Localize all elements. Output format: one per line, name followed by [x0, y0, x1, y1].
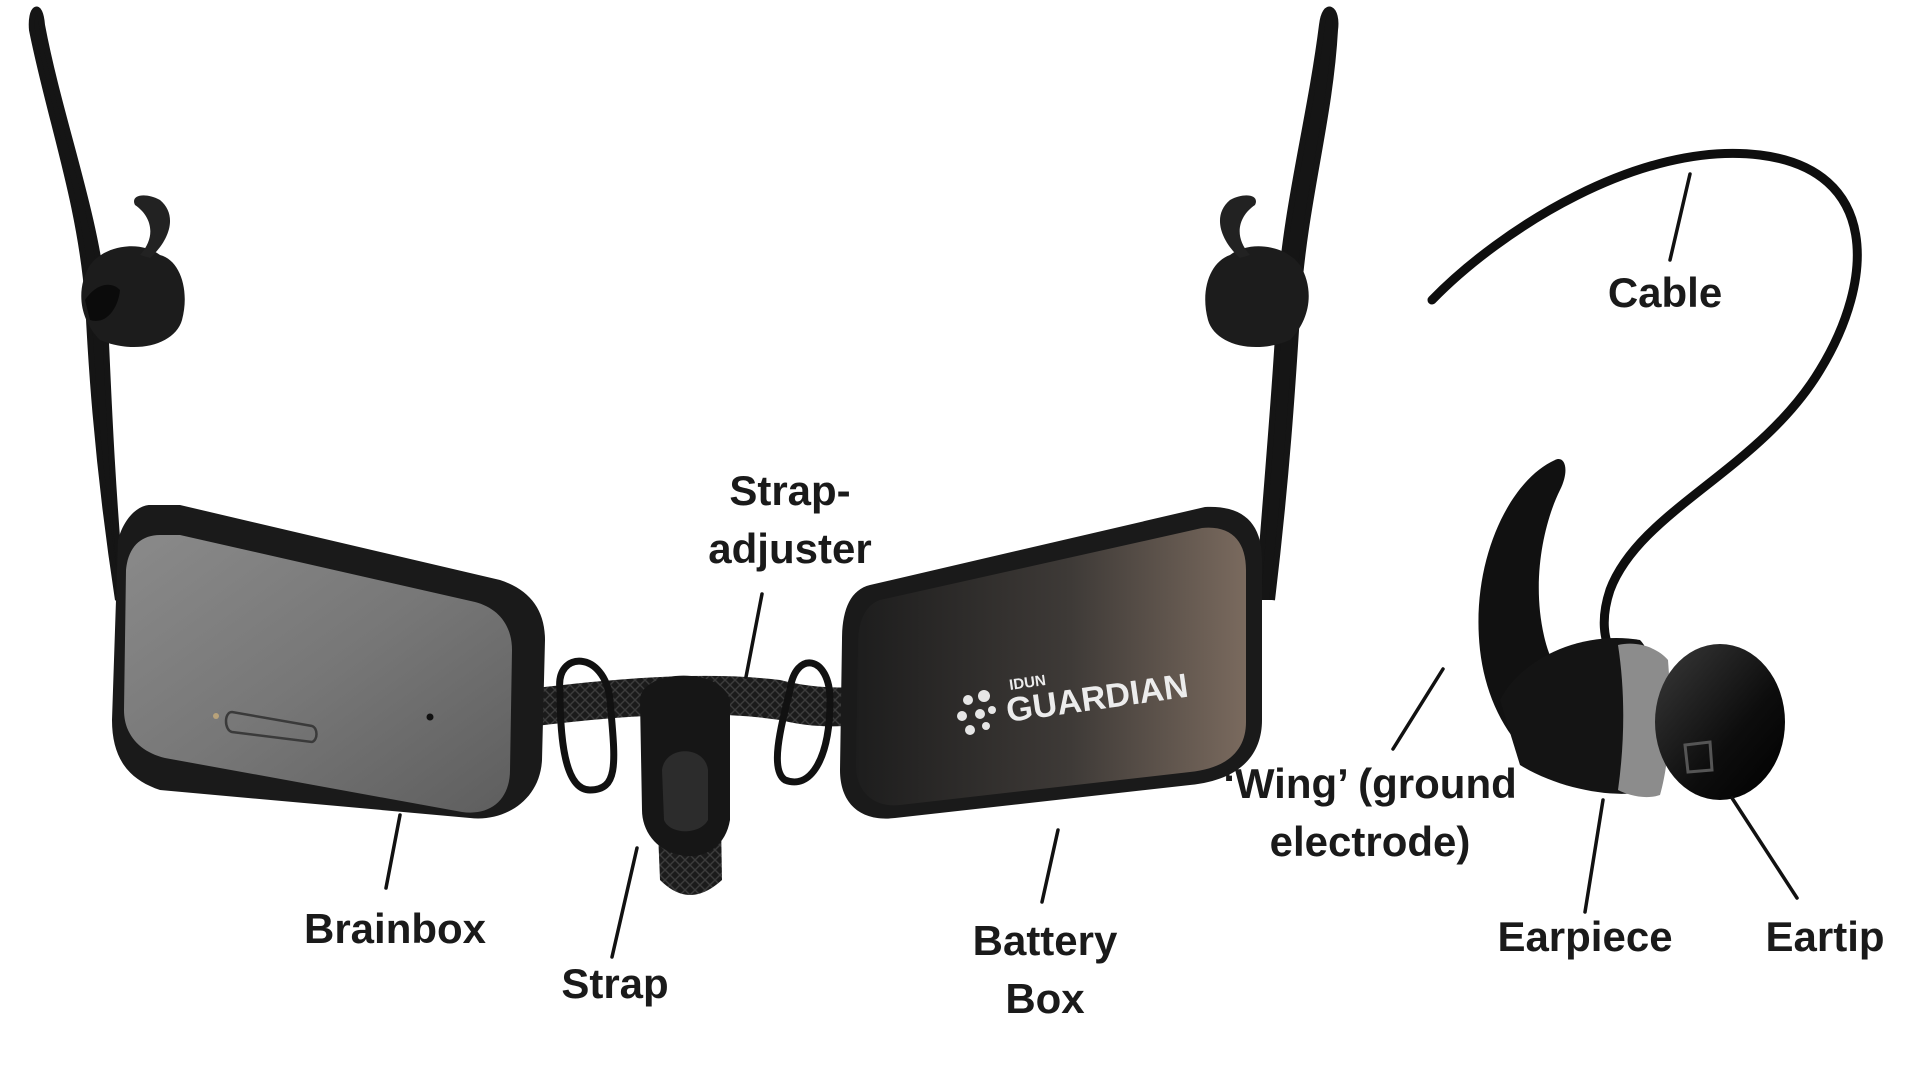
strap-band — [520, 657, 905, 895]
label-battery-box-line2: Box — [1005, 975, 1085, 1022]
label-strap-adjuster-line2: adjuster — [708, 525, 872, 572]
leader-cable — [1668, 172, 1692, 262]
label-strap-adjuster: Strap- adjuster — [690, 462, 890, 578]
closeup-earbud — [1427, 149, 1862, 800]
leader-brainbox — [384, 813, 402, 890]
label-wing-line2: electrode) — [1269, 818, 1471, 865]
label-earpiece-text: Earpiece — [1497, 913, 1673, 960]
label-strap-adjuster-line1: Strap- — [729, 467, 851, 514]
leader-battery-box — [1040, 828, 1060, 904]
leader-strap — [610, 846, 639, 959]
leader-lines — [384, 172, 1799, 959]
label-eartip: Eartip — [1740, 908, 1910, 966]
leader-strap-adjuster — [744, 592, 764, 679]
label-brainbox: Brainbox — [290, 900, 500, 958]
label-strap: Strap — [540, 955, 690, 1013]
label-earpiece: Earpiece — [1475, 908, 1695, 966]
brainbox — [112, 505, 545, 819]
leader-earpiece — [1583, 798, 1605, 914]
label-brainbox-text: Brainbox — [303, 905, 487, 952]
label-strap-text: Strap — [561, 960, 669, 1007]
label-cable: Cable — [1580, 264, 1750, 322]
label-cable-text: Cable — [1607, 269, 1723, 316]
label-battery-box: Battery Box — [955, 912, 1135, 1028]
brand-small-text: IDUN — [1008, 672, 1047, 694]
left-earbud — [28, 6, 185, 601]
leader-wing — [1391, 667, 1445, 751]
leader-eartip — [1730, 796, 1799, 900]
battery-box: IDUN GUARDIAN — [840, 506, 1262, 819]
label-battery-box-line1: Battery — [972, 917, 1118, 964]
right-earbud — [1205, 6, 1339, 601]
label-wing-line1: ‘Wing’ (ground — [1223, 760, 1517, 807]
label-wing: ‘Wing’ (ground electrode) — [1210, 755, 1530, 871]
label-eartip-text: Eartip — [1765, 913, 1885, 960]
